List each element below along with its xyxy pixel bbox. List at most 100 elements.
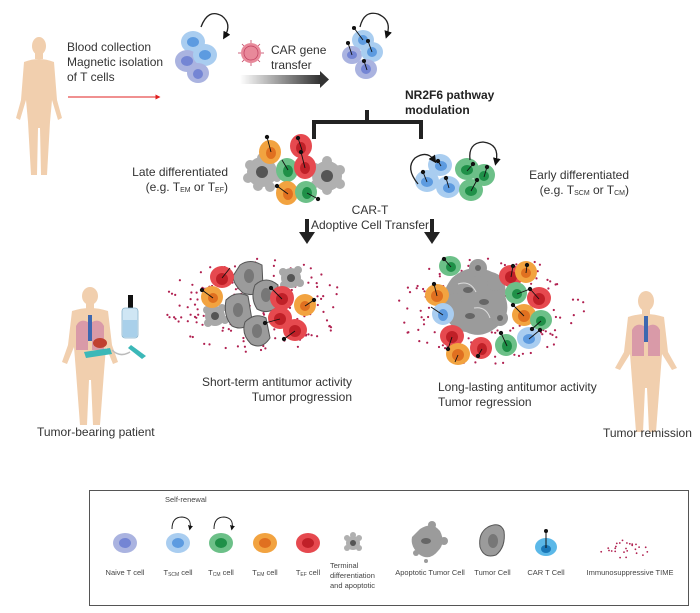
time-dot bbox=[302, 263, 305, 266]
legend-label-apoptotic-tumor-cell: Apoptotic Tumor Cell bbox=[395, 568, 465, 577]
time-dot bbox=[222, 326, 225, 329]
legend-tumor-cell-icon bbox=[479, 524, 505, 557]
time-dot bbox=[638, 546, 640, 548]
terminal-line-3: and apoptotic bbox=[330, 581, 376, 590]
time-dot bbox=[500, 262, 503, 265]
legend-label-terminal-apoptotic: Terminal differentiation and apoptotic bbox=[330, 561, 375, 591]
time-dot bbox=[272, 274, 275, 277]
legend-label-tef-cell: TEF cell bbox=[295, 568, 321, 578]
time-dot bbox=[259, 348, 263, 352]
legend-naive-t-cell-icon bbox=[113, 533, 137, 553]
time-dot bbox=[468, 258, 471, 262]
step1-line-3: of T cells bbox=[67, 70, 115, 84]
time-dot bbox=[625, 556, 627, 559]
time-dot bbox=[490, 331, 493, 334]
time-dot bbox=[535, 277, 538, 280]
time-dot bbox=[328, 324, 331, 328]
time-dot bbox=[646, 551, 649, 553]
time-dot bbox=[628, 542, 631, 545]
time-dot bbox=[521, 352, 525, 355]
outcome-left-line-1: Short-term antitumor activity bbox=[201, 375, 352, 389]
outcome-right-label: Long-lasting antitumor activity Tumor re… bbox=[438, 380, 597, 410]
time-dot bbox=[559, 316, 562, 319]
time-dot bbox=[416, 284, 419, 288]
time-dot bbox=[316, 303, 319, 307]
time-dot bbox=[494, 362, 497, 365]
time-dot bbox=[186, 306, 189, 309]
time-dot bbox=[193, 303, 197, 306]
down-arrow-left bbox=[299, 219, 315, 244]
time-dot bbox=[415, 287, 418, 290]
time-dot bbox=[189, 313, 192, 316]
step-blood-collection-label: Blood collection Magnetic isolation of T… bbox=[67, 40, 163, 85]
time-dot bbox=[626, 542, 628, 544]
time-dot bbox=[296, 345, 299, 348]
tumor-bearing-patient-icon bbox=[62, 287, 146, 425]
step2-line-1: CAR gene bbox=[271, 43, 327, 57]
tumor-remission-label: Tumor remission bbox=[603, 426, 692, 440]
time-dot bbox=[576, 298, 580, 301]
time-dot bbox=[208, 343, 211, 346]
step-car-gene-transfer-label: CAR gene transfer bbox=[271, 43, 326, 73]
self-renewal-arrow-icon bbox=[200, 13, 231, 40]
time-dot bbox=[242, 336, 245, 340]
gene-transfer-arrow bbox=[240, 71, 329, 88]
time-dot bbox=[467, 337, 470, 340]
time-dot bbox=[635, 552, 638, 555]
legend-self-renewal-arrow-icon bbox=[171, 516, 193, 531]
time-dot bbox=[549, 332, 552, 335]
time-dot bbox=[422, 318, 425, 321]
time-dot bbox=[571, 298, 575, 301]
late-diff-title: Late differentiated bbox=[132, 165, 228, 179]
time-dot bbox=[554, 315, 558, 319]
time-dot bbox=[529, 351, 532, 355]
time-dot bbox=[180, 316, 183, 319]
time-dot bbox=[546, 278, 549, 281]
nr2f6-modulation-label: NR2F6 pathway modulation bbox=[405, 88, 494, 118]
time-dot bbox=[202, 314, 205, 317]
time-dot bbox=[502, 361, 505, 364]
time-dot bbox=[403, 321, 406, 324]
down-arrow-right bbox=[424, 219, 440, 244]
outcome-left-label: Short-term antitumor activity Tumor prog… bbox=[180, 375, 352, 405]
legend-label-immunosuppressive-time: Immunosuppressive TIME bbox=[586, 568, 674, 577]
time-dot bbox=[191, 335, 194, 339]
time-dot bbox=[177, 320, 180, 323]
legend-label-car-t-cell: CAR T Cell bbox=[527, 568, 565, 577]
legend-tcm-cell-icon bbox=[209, 533, 233, 553]
time-dot bbox=[552, 343, 556, 346]
time-dot bbox=[610, 550, 613, 552]
time-dot bbox=[406, 286, 409, 289]
time-dot bbox=[614, 550, 617, 553]
time-dot bbox=[242, 340, 245, 343]
time-dot bbox=[428, 267, 431, 270]
time-dot bbox=[621, 539, 624, 542]
time-dot bbox=[441, 344, 444, 347]
time-dot bbox=[634, 548, 637, 551]
time-dot bbox=[273, 259, 277, 262]
legend-self-renewal-arrow-icon bbox=[213, 516, 235, 531]
legend-label-tumor-cell: Tumor Cell bbox=[474, 568, 511, 577]
time-dot bbox=[536, 270, 539, 273]
time-dot bbox=[467, 264, 470, 267]
time-dot bbox=[174, 293, 177, 296]
self-renewal-arrow-icon bbox=[469, 141, 501, 166]
time-dot bbox=[256, 257, 259, 260]
time-dot bbox=[551, 333, 554, 336]
time-dot bbox=[191, 283, 194, 286]
time-dot bbox=[316, 285, 319, 288]
time-dot bbox=[511, 327, 515, 330]
naive-cell-cluster bbox=[175, 31, 217, 83]
time-dot bbox=[582, 310, 586, 313]
legend-terminal-apoptotic-icon bbox=[344, 532, 362, 551]
time-dot bbox=[195, 316, 198, 319]
time-dot bbox=[174, 317, 177, 320]
time-dot bbox=[422, 287, 425, 291]
time-dot bbox=[189, 335, 192, 338]
tumor-regression-scene bbox=[425, 256, 552, 365]
time-dot bbox=[444, 347, 447, 350]
time-dot bbox=[332, 306, 335, 309]
terminal-line-1: Terminal bbox=[330, 561, 359, 570]
time-dot bbox=[496, 329, 499, 332]
